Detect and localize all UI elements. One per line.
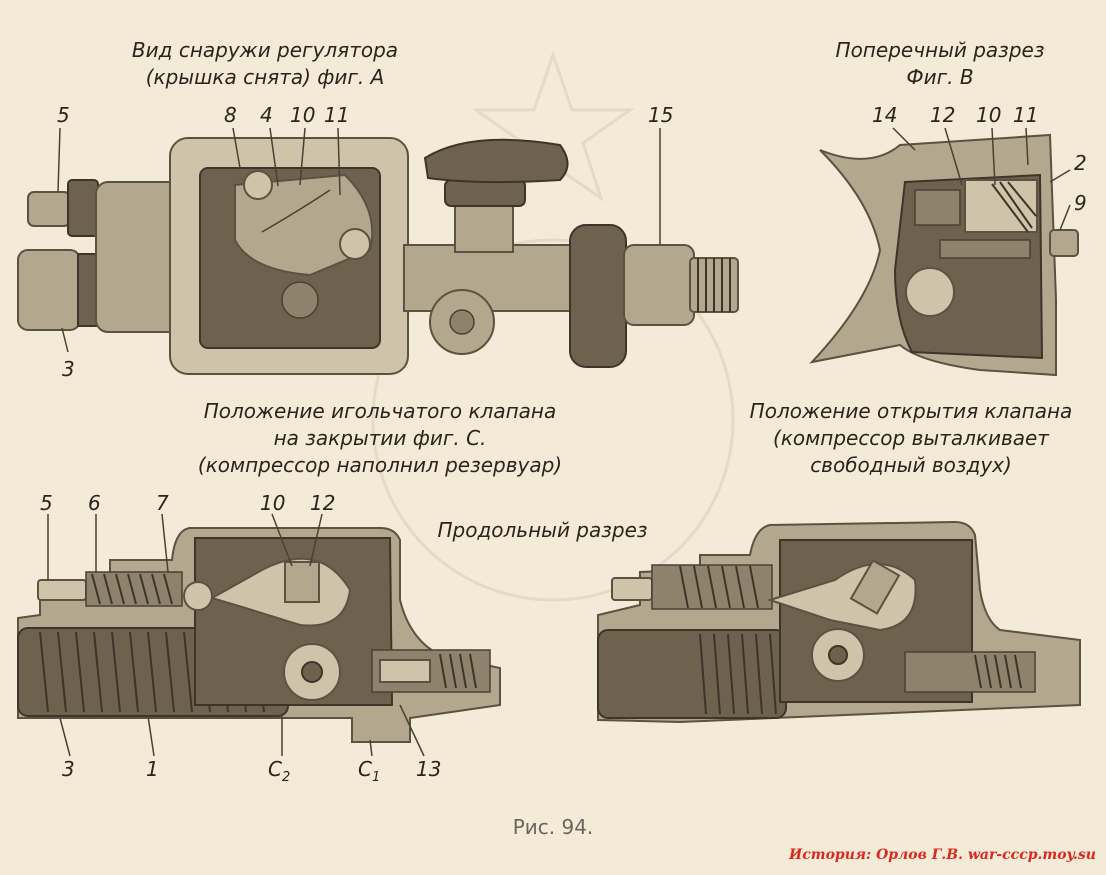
fig-a-label-3: 3 xyxy=(62,357,75,381)
fig-c-label-c1: C1 xyxy=(358,758,380,789)
fig-c-label-7: 7 xyxy=(156,491,169,515)
fig-b-label-11: 11 xyxy=(1013,103,1039,127)
fig-a-regulator-exterior xyxy=(17,137,739,375)
fig-a-label-5: 5 xyxy=(57,103,70,127)
fig-c-label-c2-subscript: 2 xyxy=(281,770,291,785)
fig-c-caption-line1: Положение игольчатого клапана xyxy=(203,399,557,423)
fig-d-caption-line1: Положение открытия клапана xyxy=(749,399,1073,423)
fig-b-caption: Поперечный разрез Фиг. В xyxy=(790,37,1090,91)
section-label: Продольный разрез xyxy=(437,518,648,542)
fig-c-label-6: 6 xyxy=(88,491,101,515)
fig-a-caption-line1: Вид снаружи регулятора xyxy=(131,38,399,62)
watermark: История: Орлов Г.В. war-cccp.moy.su xyxy=(789,847,1096,863)
fig-d-longitudinal-section-open xyxy=(597,520,1081,724)
fig-b-leader-lines xyxy=(892,127,1071,231)
fig-d-caption-line2: (компрессор выталкивает xyxy=(773,426,1049,450)
fig-c-label-c1-subscript: 1 xyxy=(371,770,381,785)
fig-a-label-8: 8 xyxy=(224,103,237,127)
fig-b-label-9: 9 xyxy=(1074,191,1087,215)
fig-b-caption-line1: Поперечный разрез xyxy=(835,38,1045,62)
fig-b-label-2: 2 xyxy=(1074,151,1087,175)
fig-c-label-c1-letter: C xyxy=(358,757,372,781)
fig-c-caption: Положение игольчатого клапана на закрыти… xyxy=(170,398,590,479)
fig-a-label-11: 11 xyxy=(324,103,350,127)
fig-c-label-3: 3 xyxy=(62,757,75,781)
fig-b-label-14: 14 xyxy=(872,103,898,127)
fig-c-label-c2: C2 xyxy=(268,758,290,789)
fig-c-label-5: 5 xyxy=(40,491,53,515)
fig-a-caption-line2: (крышка снята) фиг. А xyxy=(145,65,385,89)
fig-c-leader-lines xyxy=(47,513,425,757)
fig-c-label-c2-letter: C xyxy=(268,757,282,781)
fig-c-label-13: 13 xyxy=(416,757,442,781)
figure-caption: Рис. 94. xyxy=(512,815,594,839)
fig-a-label-4: 4 xyxy=(260,103,273,127)
fig-c-caption-line2: на закрытии фиг. С. xyxy=(273,426,487,450)
fig-a-label-10: 10 xyxy=(290,103,316,127)
fig-d-caption-line3: свободный воздух) xyxy=(810,453,1012,477)
fig-d-caption: Положение открытия клапана (компрессор в… xyxy=(716,398,1106,479)
fig-b-label-12: 12 xyxy=(930,103,956,127)
fig-c-caption-line3: (компрессор наполнил резервуар) xyxy=(197,453,563,477)
fig-b-label-10: 10 xyxy=(976,103,1002,127)
fig-c-label-10: 10 xyxy=(260,491,286,515)
fig-a-label-15: 15 xyxy=(648,103,674,127)
fig-c-longitudinal-section-closed xyxy=(17,527,501,743)
fig-c-label-12: 12 xyxy=(310,491,336,515)
fig-b-caption-line2: Фиг. В xyxy=(906,65,974,89)
fig-a-caption: Вид снаружи регулятора (крышка снята) фи… xyxy=(100,37,430,91)
fig-b-cross-section xyxy=(809,133,1079,377)
fig-c-label-1: 1 xyxy=(146,757,159,781)
fig-a-leader-lines xyxy=(57,127,661,353)
